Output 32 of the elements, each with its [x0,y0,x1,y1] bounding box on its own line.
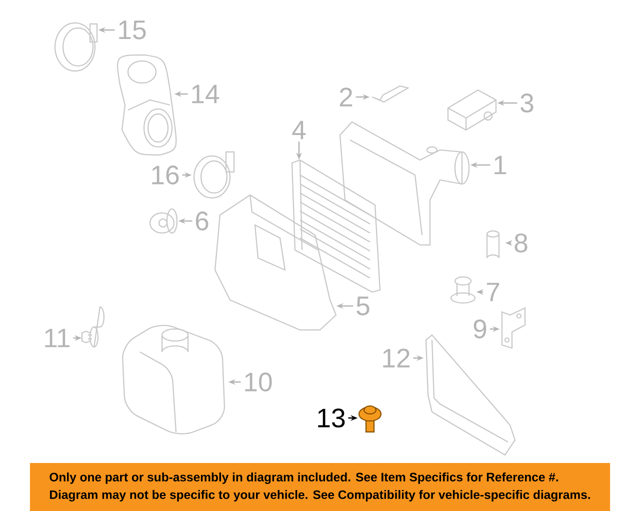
clamp-drawing [193,151,235,199]
callout-number: 8 [514,234,528,252]
grommet-drawing [149,208,178,234]
callout-number: 5 [356,296,370,316]
callout-number: 16 [152,166,179,184]
callout-number: 12 [383,348,410,368]
callout-number: 6 [196,212,208,230]
callout-number: 10 [245,372,272,392]
bracket-drawing [371,85,410,103]
clip-drawing [358,405,382,433]
callout-number: 11 [45,328,70,348]
bracket-drawing [501,307,526,349]
hose-drawing [117,54,177,156]
filter-drawing [291,159,381,293]
clamp-drawing [54,22,98,72]
notice-banner: Only one part or sub-assembly in diagram included. See Item Specifics for Reference #. Diagram may not be specific to your vehicle. See Compatibility for vehicle-specific diagrams. [30,462,610,511]
cover-drawing [447,89,497,131]
callout-number: 14 [192,84,220,104]
callout-number: 7 [486,282,500,302]
push-pin-drawing [81,306,105,348]
callout-number: 15 [119,20,146,40]
tank-drawing [122,324,225,434]
housing-drawing [339,121,470,246]
housing-drawing [214,194,337,331]
grommet-drawing [450,276,476,304]
callout-number: 1 [494,156,506,174]
callout-number: 13 [318,408,345,428]
callout-number: 9 [474,320,486,338]
callout-number: 4 [292,120,306,140]
callout-number: 3 [520,94,534,112]
callout-number: 2 [340,88,352,106]
pin-drawing [486,230,500,259]
